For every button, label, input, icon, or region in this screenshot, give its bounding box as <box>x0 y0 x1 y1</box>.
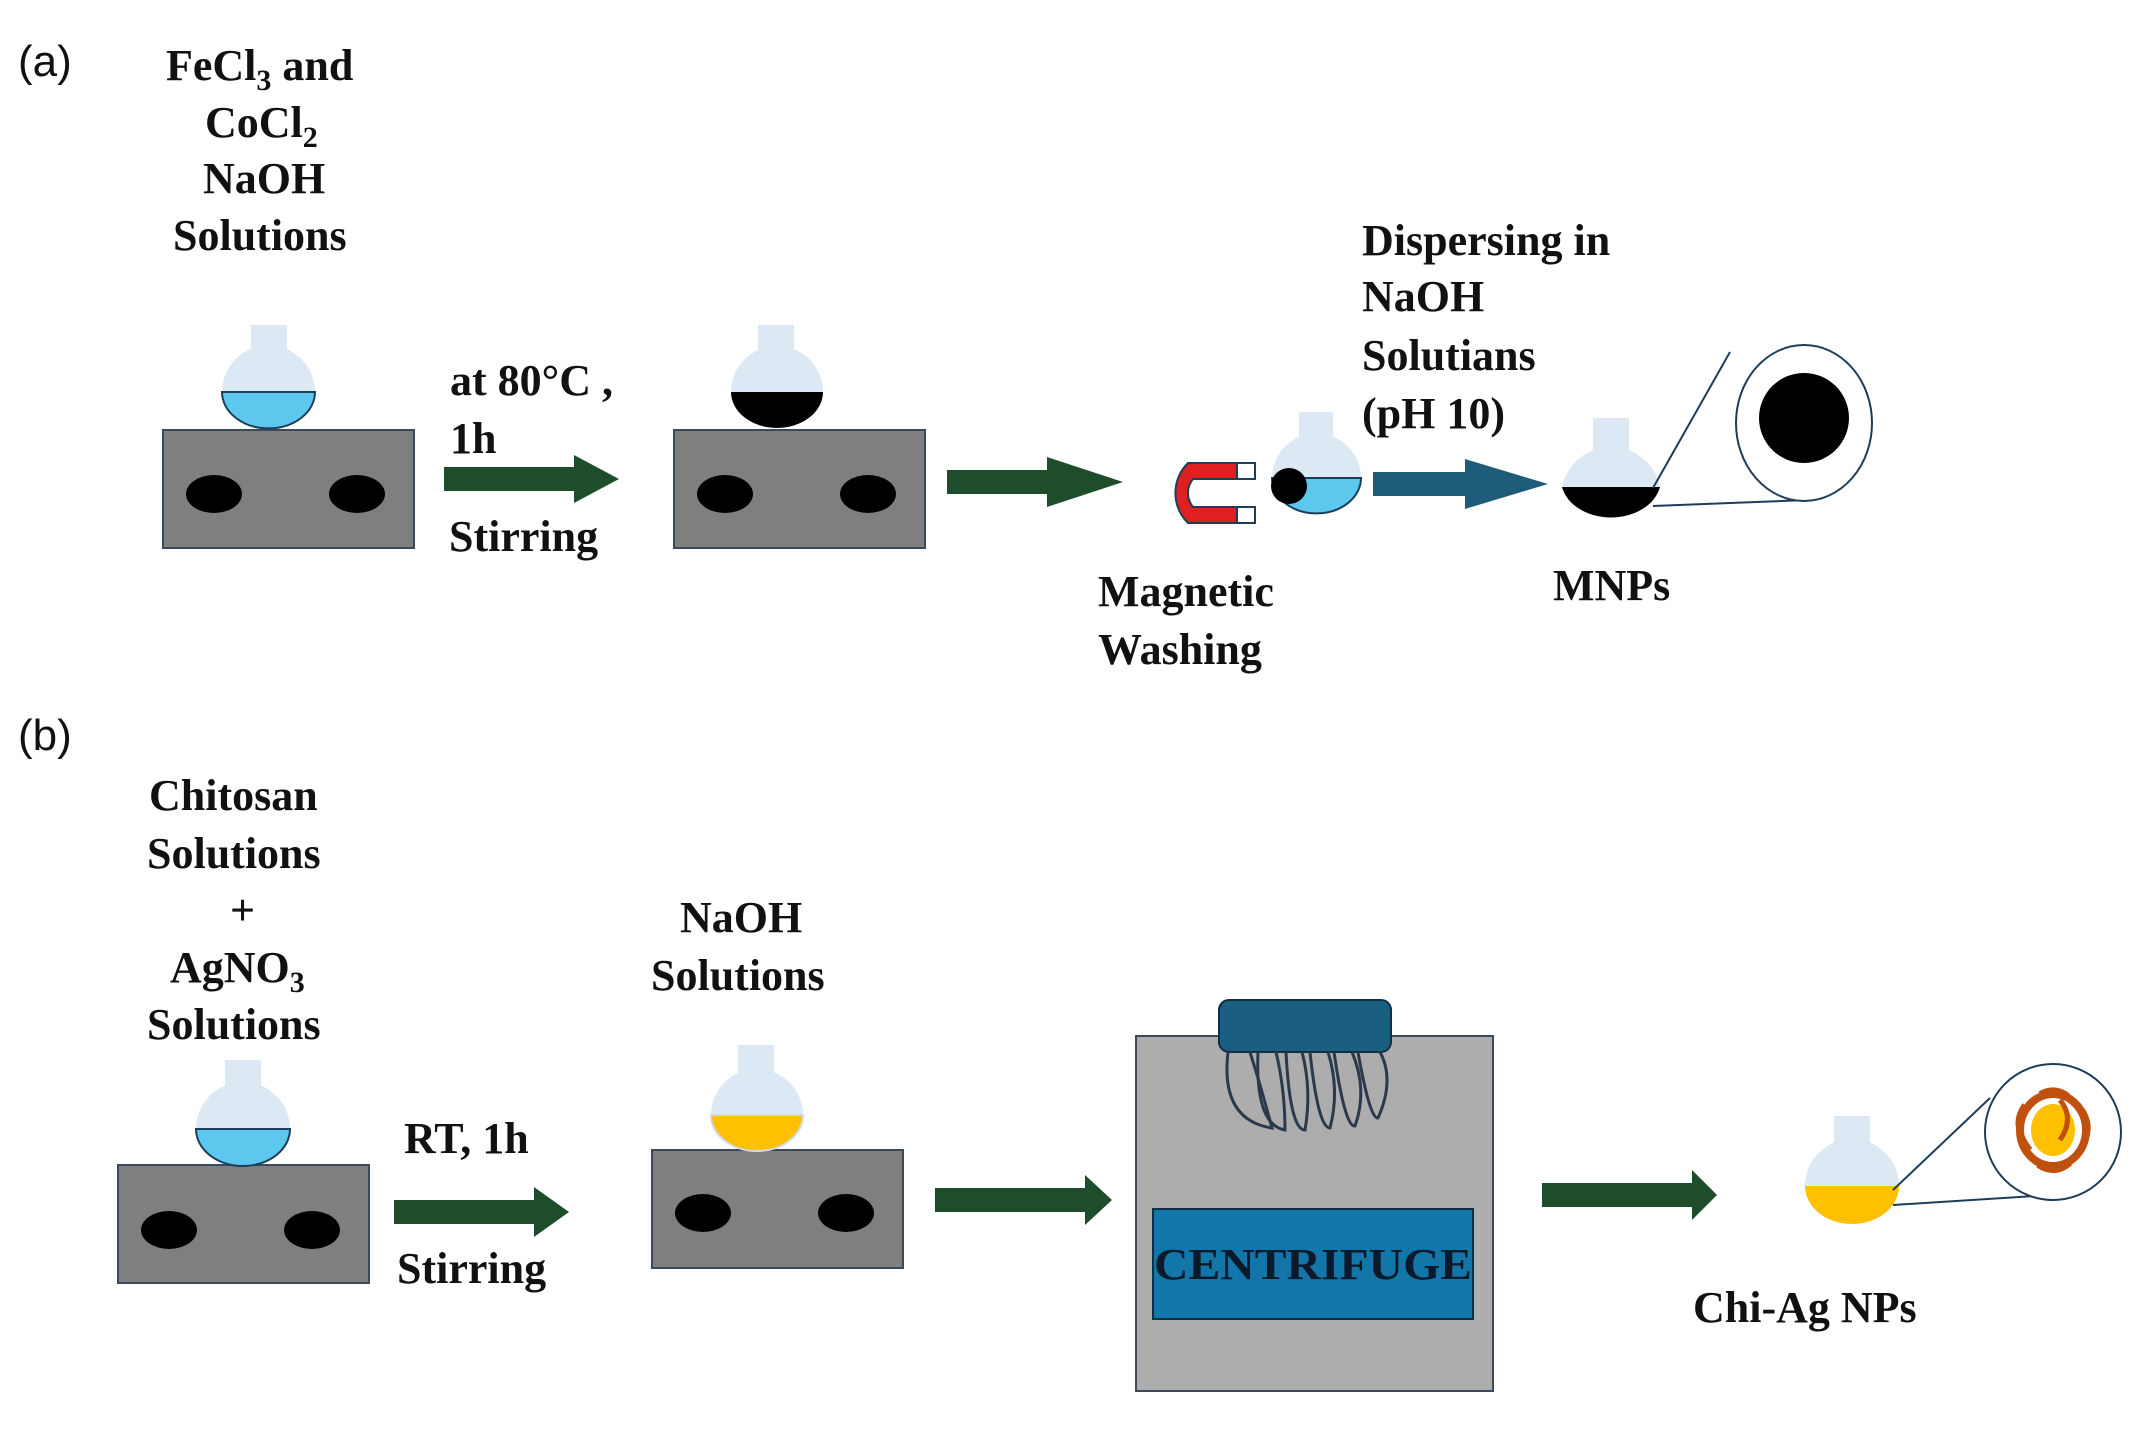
arrow-stirring-b <box>394 1187 569 1237</box>
panel-a-label: (a) <box>18 37 72 86</box>
reagent-fecl3-tail: and <box>271 41 353 90</box>
product-label-chi-ag: Chi-Ag NPs <box>1693 1283 1917 1332</box>
dispersing-label-line3: Solutians <box>1362 331 1536 380</box>
reagent-naoh: NaOH <box>203 154 325 203</box>
svg-text:AgNO3: AgNO3 <box>170 943 305 999</box>
arrow-to-centrifuge-b <box>935 1175 1112 1225</box>
arrow-a-stirring-label: Stirring <box>449 512 598 561</box>
reagent-fecl3-sub: 3 <box>256 64 271 97</box>
centrifuge: CENTRIFUGE <box>1135 999 1494 1392</box>
magnet-icon <box>1174 462 1256 524</box>
reagent-agno3-solutions: Solutions <box>147 1000 321 1049</box>
centrifuge-lid <box>1218 999 1392 1053</box>
dispersing-label-line1: Dispersing in <box>1362 216 1610 265</box>
reagent-solutions: Solutions <box>173 211 347 260</box>
arrow-to-product-b <box>1542 1170 1717 1220</box>
svg-text:FeCl3 and: FeCl3 and <box>166 41 353 97</box>
washing-label-line2: Washing <box>1098 625 1262 674</box>
arrow-b-condition: RT, 1h <box>404 1114 529 1163</box>
flask-blue-solution-b1 <box>194 1060 292 1167</box>
reagent-fecl3: FeCl <box>166 41 256 90</box>
panel-b-label: (b) <box>18 711 72 760</box>
flask-washing <box>1270 412 1363 515</box>
chi-ag-nanoparticle <box>2015 1087 2091 1173</box>
arrow-dispersing-a <box>1373 459 1548 509</box>
reagent-chitosan: Chitosan <box>149 771 318 820</box>
arrow-stirring-a <box>444 455 619 503</box>
panel-b-reagents-label: Chitosan Solutions + AgNO3 Solutions <box>147 771 321 1049</box>
flask-yellow-solution-b2 <box>709 1045 805 1152</box>
reagent-cocl2: CoCl <box>205 98 303 147</box>
flask-black-solution-a2 <box>731 325 823 428</box>
stirrer-plate-b2 <box>651 1149 904 1269</box>
panel-a-reagents-label: FeCl3 and CoCl2 NaOH Solutions <box>166 41 353 260</box>
naoh-label-line1: NaOH <box>680 893 802 942</box>
dispersing-label-line2: NaOH <box>1362 272 1484 321</box>
reagent-chitosan-solutions: Solutions <box>147 829 321 878</box>
arrow-to-washing-a <box>947 457 1123 507</box>
stirrer-plate-a1 <box>162 429 415 549</box>
product-label-mnps: MNPs <box>1553 561 1670 610</box>
reagent-cocl2-sub: 2 <box>303 121 318 154</box>
centrifuge-panel <box>1152 1208 1474 1320</box>
flask-mnps <box>1562 418 1660 518</box>
washing-label-line1: Magnetic <box>1098 567 1274 616</box>
mnp-zoom-callout <box>1652 344 1873 507</box>
centrifuge-rotor-tubes <box>1225 1051 1389 1132</box>
mnp-particle <box>1759 373 1849 463</box>
flask-chi-ag <box>1805 1116 1899 1224</box>
dispersing-label-line4: (pH 10) <box>1362 389 1505 438</box>
chi-ag-zoom-callout <box>1892 1063 2122 1206</box>
arrow-b-stirring-label: Stirring <box>397 1244 546 1293</box>
flask-blue-solution-a1 <box>220 325 317 430</box>
centrifuge-label: CENTRIFUGE <box>1154 1240 1472 1289</box>
naoh-label-line2: Solutions <box>651 951 825 1000</box>
reagent-agno3: AgNO <box>170 943 290 992</box>
svg-text:CoCl2: CoCl2 <box>205 98 318 154</box>
arrow-a-condition-time: 1h <box>450 414 496 463</box>
stirrer-plate-a2 <box>673 429 926 549</box>
arrow-a-condition-temp: at 80°C , <box>450 356 613 405</box>
reagent-plus: + <box>230 886 255 935</box>
stirrer-plate-b1 <box>117 1164 370 1284</box>
reagent-agno3-sub: 3 <box>290 966 305 999</box>
